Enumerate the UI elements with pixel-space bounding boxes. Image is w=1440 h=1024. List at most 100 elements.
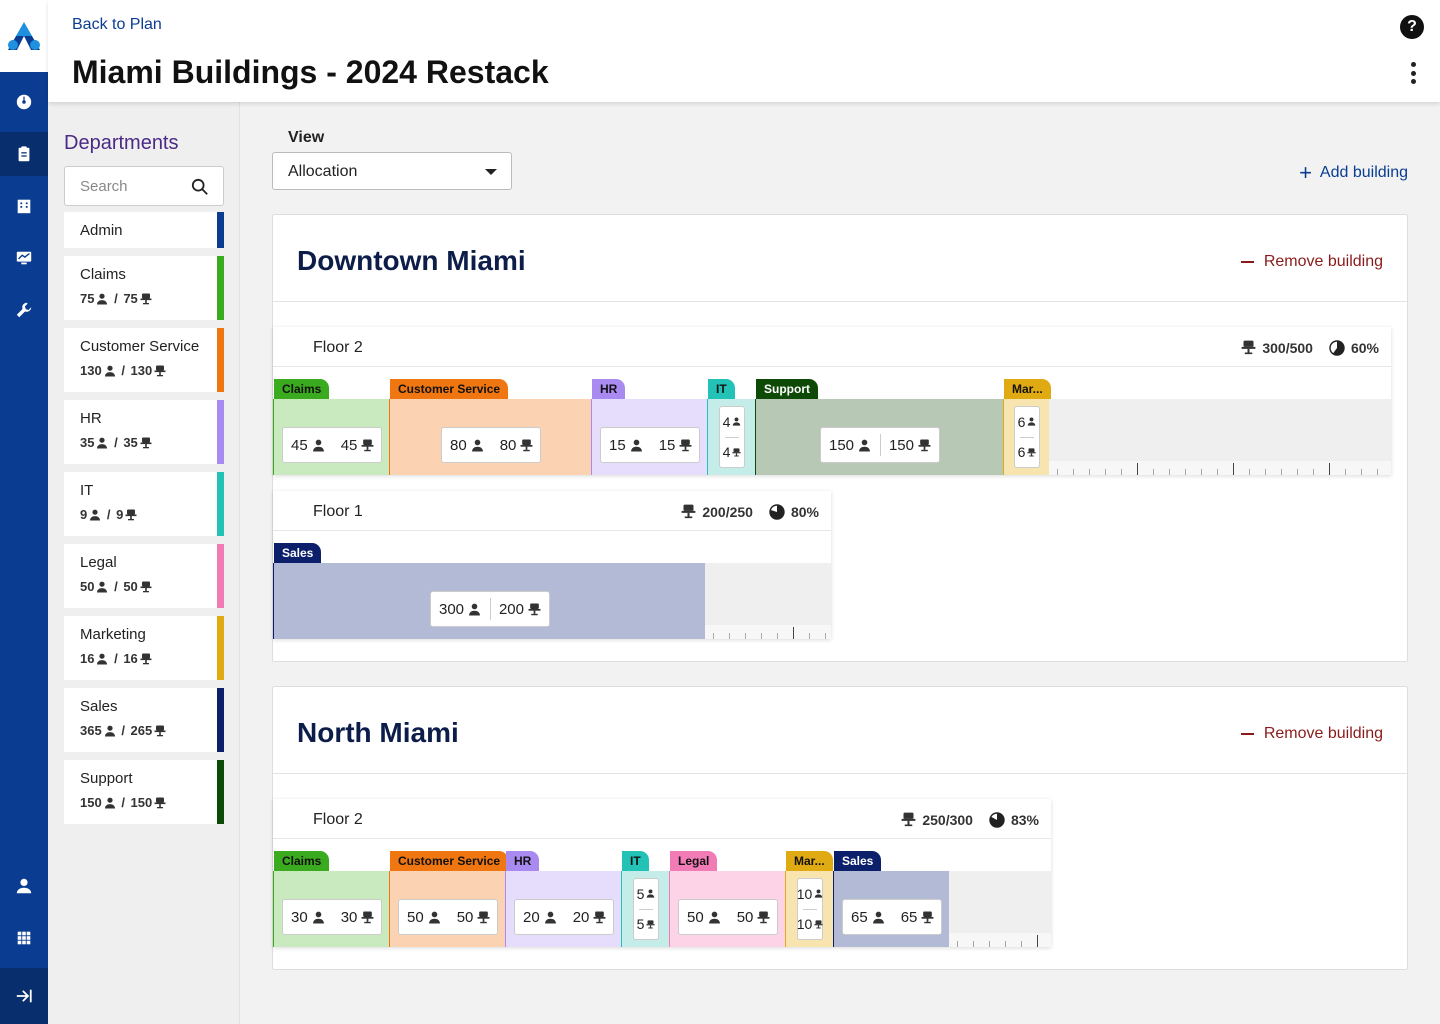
caret-down-icon bbox=[485, 169, 497, 175]
department-name: Admin bbox=[80, 222, 123, 239]
remove-building-button[interactable]: Remove building bbox=[1240, 725, 1383, 743]
department-desks: 75 bbox=[123, 291, 138, 306]
building-name: Downtown Miami bbox=[297, 245, 526, 276]
building-card: Downtown Miami Remove building Floor 2 3… bbox=[272, 214, 1408, 662]
department-card[interactable]: Customer Service 130 / 130 bbox=[64, 328, 224, 392]
person-icon bbox=[630, 439, 642, 451]
department-name: IT bbox=[80, 482, 94, 499]
person-icon bbox=[90, 509, 101, 520]
minus-icon bbox=[1240, 261, 1254, 263]
segment-desks: 65 bbox=[900, 908, 918, 926]
department-color-bar bbox=[217, 212, 224, 248]
allocation-segment[interactable]: Support 150 150 bbox=[755, 379, 1003, 475]
view-select[interactable]: Allocation bbox=[272, 152, 512, 190]
desk-icon bbox=[646, 920, 656, 929]
rail-profile[interactable] bbox=[0, 864, 48, 908]
allocation-segment[interactable]: HR 20 20 bbox=[505, 851, 621, 947]
allocation-segment[interactable]: Legal 50 50 bbox=[669, 851, 785, 947]
segment-department-tab: HR bbox=[592, 379, 626, 399]
allocation-segment[interactable]: IT 4 4 bbox=[707, 379, 755, 475]
desk-icon bbox=[361, 911, 374, 923]
allocation-segment[interactable]: Claims 45 45 bbox=[273, 379, 389, 475]
allocation-segment[interactable]: Customer Service 80 80 bbox=[389, 379, 591, 475]
pie-icon bbox=[989, 812, 1005, 828]
floor-utilization: 60% bbox=[1350, 339, 1379, 356]
desk-icon bbox=[154, 797, 166, 808]
floor-utilization: 83% bbox=[1010, 811, 1039, 828]
allocation-segment[interactable]: Claims 30 30 bbox=[273, 851, 389, 947]
segment-department-tab: Customer Service bbox=[390, 379, 509, 399]
allocation-segment[interactable]: IT 5 5 bbox=[621, 851, 669, 947]
department-stats: 130 / 130 bbox=[80, 363, 208, 378]
allocation-segment[interactable]: Customer Service 50 50 bbox=[389, 851, 509, 947]
person-icon bbox=[312, 911, 324, 923]
pie-icon bbox=[769, 504, 785, 520]
rail-plans[interactable] bbox=[0, 132, 48, 176]
slash: / bbox=[110, 291, 122, 306]
department-name: Claims bbox=[80, 266, 126, 283]
department-desks: 50 bbox=[123, 579, 138, 594]
department-card[interactable]: Admin bbox=[64, 212, 224, 248]
desk-icon bbox=[814, 920, 823, 929]
segment-people: 20 bbox=[523, 908, 540, 926]
department-desks: 9 bbox=[116, 507, 124, 522]
more-menu-icon[interactable] bbox=[1410, 62, 1416, 84]
rail-expand[interactable] bbox=[0, 968, 48, 1024]
desk-icon bbox=[681, 504, 696, 519]
rail-dashboard[interactable] bbox=[0, 80, 48, 124]
segment-department-tab: IT bbox=[622, 851, 649, 871]
floor-utilization: 80% bbox=[790, 503, 819, 520]
remove-building-button[interactable]: Remove building bbox=[1240, 253, 1383, 271]
person-icon bbox=[97, 437, 108, 448]
department-color-bar bbox=[217, 760, 224, 824]
remove-building-label: Remove building bbox=[1263, 253, 1383, 270]
rail-apps[interactable] bbox=[0, 916, 48, 960]
desk-icon bbox=[140, 293, 152, 304]
department-people: 130 bbox=[80, 363, 102, 378]
desk-icon bbox=[918, 439, 931, 451]
rail-settings[interactable] bbox=[0, 288, 48, 332]
minus-icon bbox=[1240, 733, 1254, 735]
department-color-bar bbox=[217, 472, 224, 536]
desk-icon bbox=[593, 911, 606, 923]
department-search-input[interactable]: Search bbox=[64, 166, 224, 206]
app-logo[interactable] bbox=[0, 0, 48, 72]
logo-icon bbox=[8, 22, 40, 50]
allocation-segment[interactable]: Sales 65 65 bbox=[833, 851, 949, 947]
segment-desks: 200 bbox=[498, 600, 524, 618]
allocation-segment[interactable]: Sales 300 200 bbox=[273, 543, 705, 639]
segment-people: 65 bbox=[851, 908, 868, 926]
department-name: HR bbox=[80, 410, 102, 427]
floor-desk-count: 300/500 bbox=[1262, 339, 1313, 356]
allocation-segment[interactable]: Mar... 6 6 bbox=[1003, 379, 1051, 475]
rail-analytics[interactable] bbox=[0, 236, 48, 280]
desk-icon bbox=[477, 911, 490, 923]
segment-department-tab: Claims bbox=[274, 851, 330, 871]
search-placeholder: Search bbox=[80, 178, 128, 195]
allocation-segment[interactable]: Mar... 10 10 bbox=[785, 851, 833, 947]
segment-desks: 4 bbox=[722, 444, 731, 461]
allocation-segment[interactable]: HR 15 15 bbox=[591, 379, 707, 475]
department-color-bar bbox=[217, 328, 224, 392]
segment-desks: 45 bbox=[340, 436, 358, 454]
rail-buildings[interactable] bbox=[0, 184, 48, 228]
department-name: Customer Service bbox=[80, 338, 200, 355]
clipboard-icon bbox=[18, 146, 30, 162]
desk-icon bbox=[1027, 448, 1037, 457]
desk-icon bbox=[154, 725, 166, 736]
back-to-plan-link[interactable]: Back to Plan bbox=[72, 16, 162, 33]
segment-department-tab: Customer Service bbox=[390, 851, 509, 871]
person-icon bbox=[97, 581, 108, 592]
add-building-button[interactable]: + Add building bbox=[1299, 162, 1408, 184]
department-color-bar bbox=[217, 256, 224, 320]
help-icon[interactable]: ? bbox=[1400, 15, 1424, 39]
